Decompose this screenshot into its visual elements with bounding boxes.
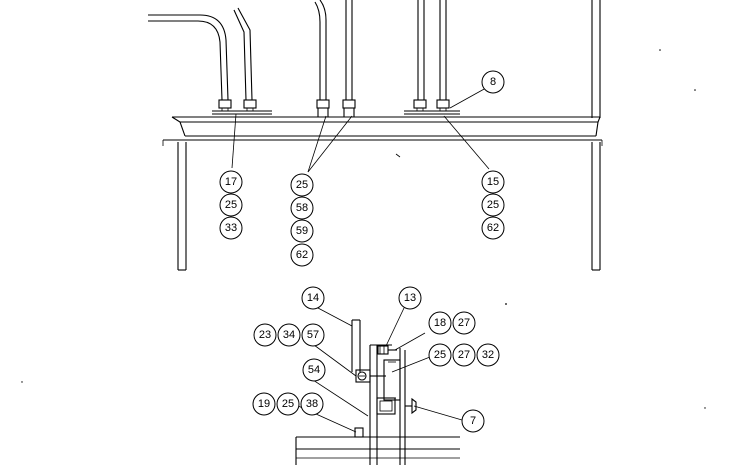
- balloon-34: 34: [283, 329, 295, 341]
- balloon-8: 8: [490, 76, 496, 88]
- balloon-59: 59: [296, 225, 308, 237]
- balloon-62: 62: [487, 222, 499, 234]
- balloon-54: 54: [308, 364, 320, 376]
- balloon-25: 25: [225, 199, 237, 211]
- balloon-group-d: 19 25 38: [252, 392, 324, 416]
- balloon-stack-right: 15 25 62: [481, 170, 505, 240]
- lower-view: 14 13 23 34 57 18 27 25 27 32 54: [21, 286, 706, 465]
- balloon-group-c: 25 27 32: [428, 343, 500, 367]
- balloon-33: 33: [225, 222, 237, 234]
- balloon-stack-left: 17 25 33: [219, 170, 243, 240]
- balloon-57: 57: [307, 329, 319, 341]
- balloon-13: 13: [404, 292, 416, 304]
- balloon-18: 18: [434, 317, 446, 329]
- balloon-27: 27: [458, 349, 470, 361]
- balloon-25: 25: [296, 179, 308, 191]
- balloon-7: 7: [470, 415, 476, 427]
- balloon-group-b: 18 27: [428, 311, 476, 335]
- balloon-17: 17: [225, 176, 237, 188]
- balloon-19: 19: [258, 398, 270, 410]
- balloon-stack-middle: 25 58 59 62: [290, 173, 314, 267]
- balloon-38: 38: [306, 398, 318, 410]
- balloon-25: 25: [487, 199, 499, 211]
- balloon-32: 32: [482, 349, 494, 361]
- balloon-23: 23: [259, 329, 271, 341]
- balloon-27: 27: [458, 317, 470, 329]
- upper-view: 17 25 33 25 58 59 62 15 25 62 8: [148, 0, 696, 271]
- balloon-25: 25: [282, 398, 294, 410]
- balloon-58: 58: [296, 202, 308, 214]
- balloon-group-a: 23 34 57: [253, 323, 325, 347]
- balloon-15: 15: [487, 176, 499, 188]
- balloon-62: 62: [296, 249, 308, 261]
- balloon-25: 25: [434, 349, 446, 361]
- balloon-14: 14: [307, 292, 319, 304]
